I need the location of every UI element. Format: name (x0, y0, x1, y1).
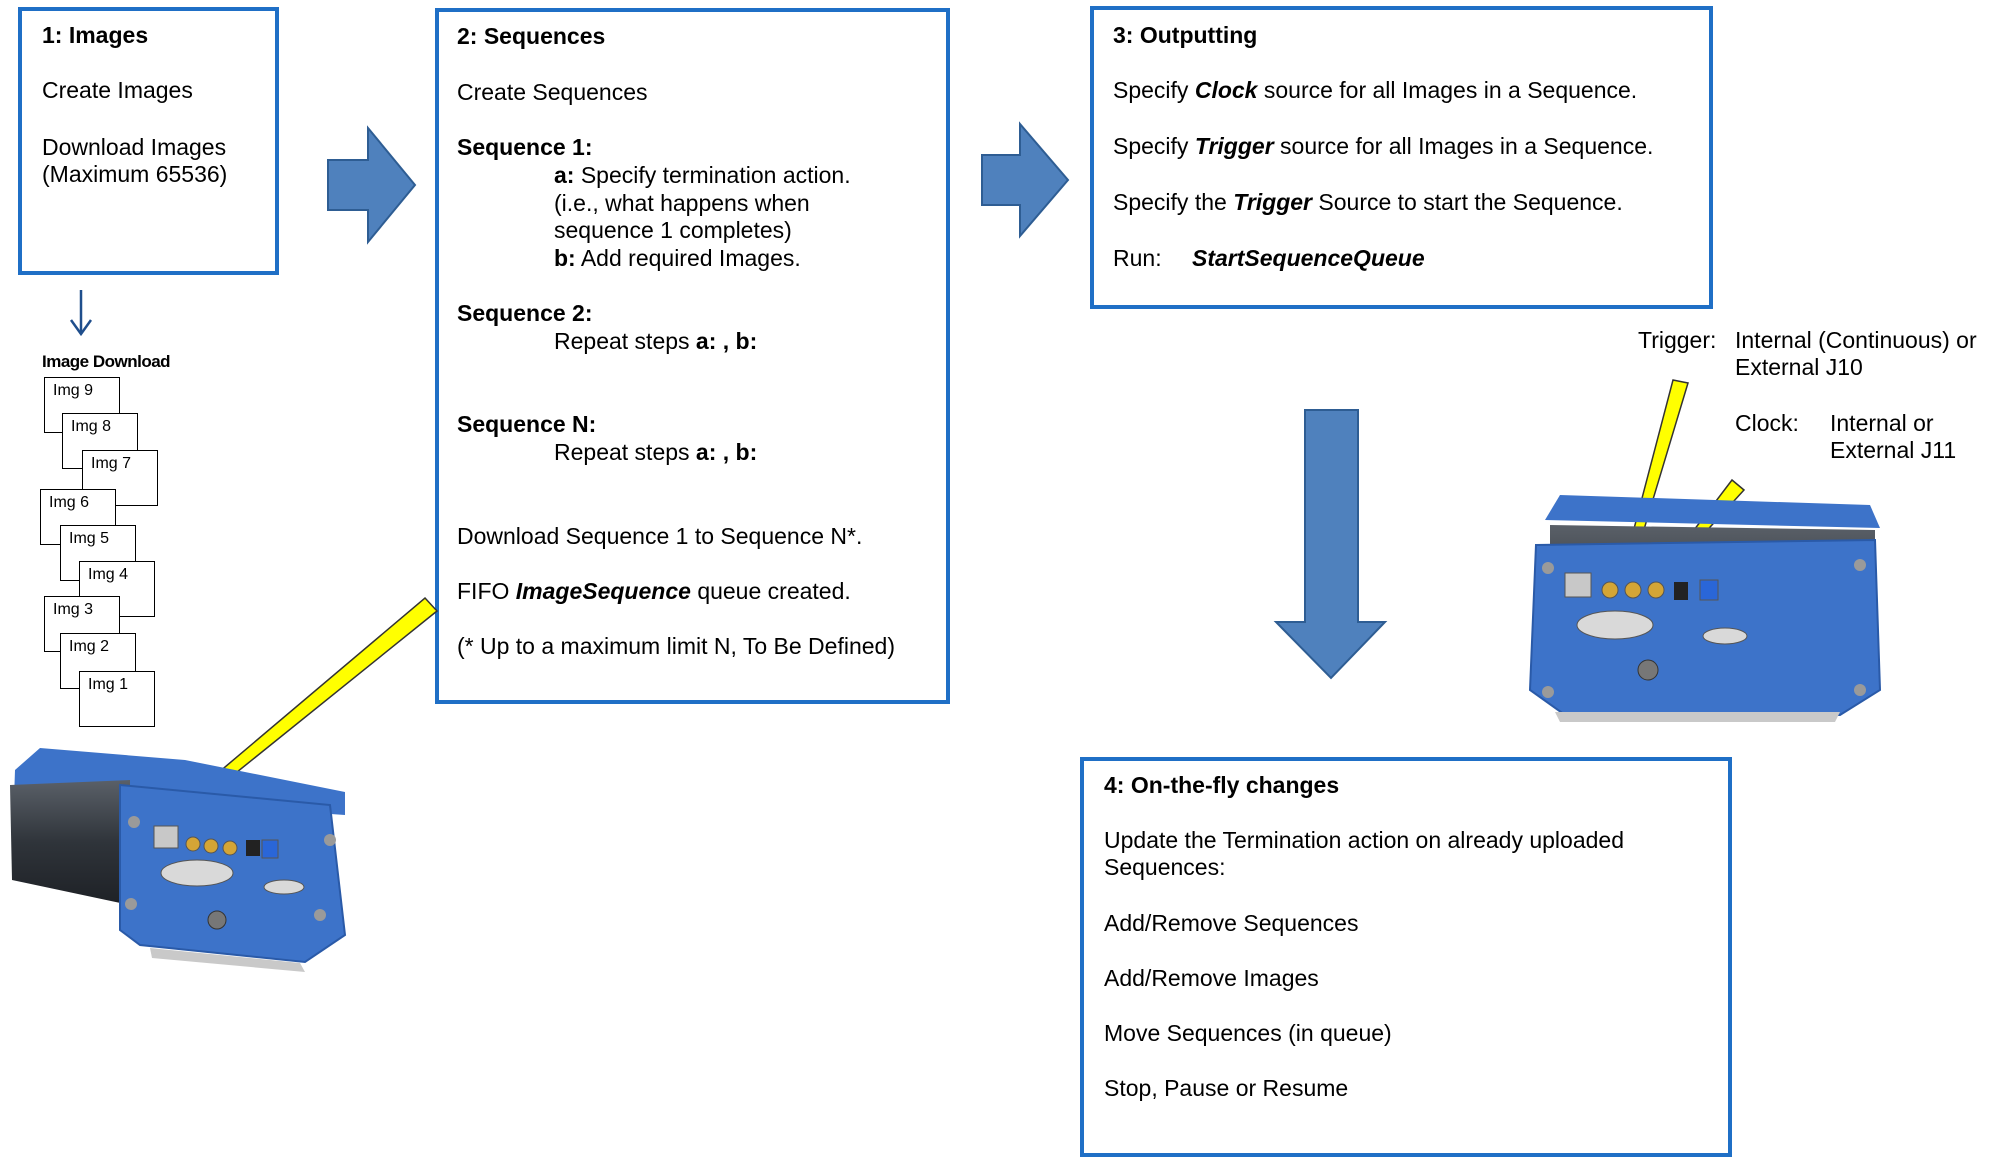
outputting-box (1090, 6, 1713, 309)
trigger-label: Trigger: (1638, 327, 1717, 353)
download-sequences-text: Download Sequence 1 to Sequence N*. (457, 523, 863, 549)
trigger-value-2: External J10 (1735, 354, 1863, 380)
run-command: StartSequenceQueue (1192, 245, 1425, 271)
update-termination-text-2: Sequences: (1104, 854, 1226, 880)
sequence-2-repeat: Repeat steps a: , b: (554, 328, 758, 354)
step-a-note-2: sequence 1 completes) (554, 217, 792, 243)
outputting-title: 3: Outputting (1113, 22, 1258, 48)
trigger-yellow-arrow (1620, 379, 1689, 570)
sequence-n-label: Sequence N: (457, 411, 597, 437)
sequences-title: 2: Sequences (457, 23, 606, 49)
fifo-text: FIFO ImageSequence queue created. (457, 578, 851, 604)
flow-arrow-down (1273, 409, 1388, 680)
update-termination-text: Update the Termination action on already… (1104, 827, 1624, 853)
run-label: Run: (1113, 245, 1162, 271)
step-a-note-1: (i.e., what happens when (554, 190, 810, 216)
sequence-2-label: Sequence 2: (457, 300, 593, 326)
move-sequences-text: Move Sequences (in queue) (1104, 1020, 1392, 1046)
on-the-fly-box (1080, 757, 1732, 1157)
image-card: Img 5 (60, 525, 136, 581)
add-remove-images-text: Add/Remove Images (1104, 965, 1319, 991)
stop-pause-resume-text: Stop, Pause or Resume (1104, 1075, 1349, 1101)
create-images-text: Create Images (42, 77, 193, 103)
image-card: Img 1 (79, 671, 155, 727)
sequences-box (435, 8, 950, 704)
download-images-text: Download Images (42, 134, 227, 160)
clock-value-2: External J11 (1830, 437, 1957, 463)
clock-value-1: Internal or (1830, 410, 1934, 436)
start-trigger-text: Specify the Trigger Source to start the … (1113, 189, 1623, 215)
images-box (18, 7, 279, 275)
trigger-source-text: Specify Trigger source for all Images in… (1113, 133, 1654, 159)
step-b-text: b: Add required Images. (554, 245, 801, 271)
on-the-fly-title: 4: On-the-fly changes (1104, 772, 1340, 798)
device-left (10, 748, 347, 972)
add-remove-sequences-text: Add/Remove Sequences (1104, 910, 1359, 936)
sequence-1-label: Sequence 1: (457, 134, 593, 160)
images-title: 1: Images (42, 22, 149, 48)
device-right (1528, 495, 1882, 722)
clock-source-text: Specify Clock source for all Images in a… (1113, 77, 1638, 103)
flow-arrow-right-1 (327, 125, 417, 245)
clock-label: Clock: (1735, 410, 1799, 436)
max-images-text: (Maximum 65536) (42, 161, 228, 187)
step-a-text: a: Specify termination action. (554, 162, 851, 188)
clock-yellow-arrow (1654, 478, 1746, 584)
image-download-title: Image Download (42, 352, 171, 371)
sequence-n-repeat: Repeat steps a: , b: (554, 439, 758, 465)
download-yellow-arrow (178, 596, 439, 815)
trigger-value-1: Internal (Continuous) or (1735, 327, 1977, 353)
flow-arrow-right-2 (981, 121, 1070, 239)
footnote-text: (* Up to a maximum limit N, To Be Define… (457, 633, 895, 659)
create-sequences-text: Create Sequences (457, 79, 648, 105)
